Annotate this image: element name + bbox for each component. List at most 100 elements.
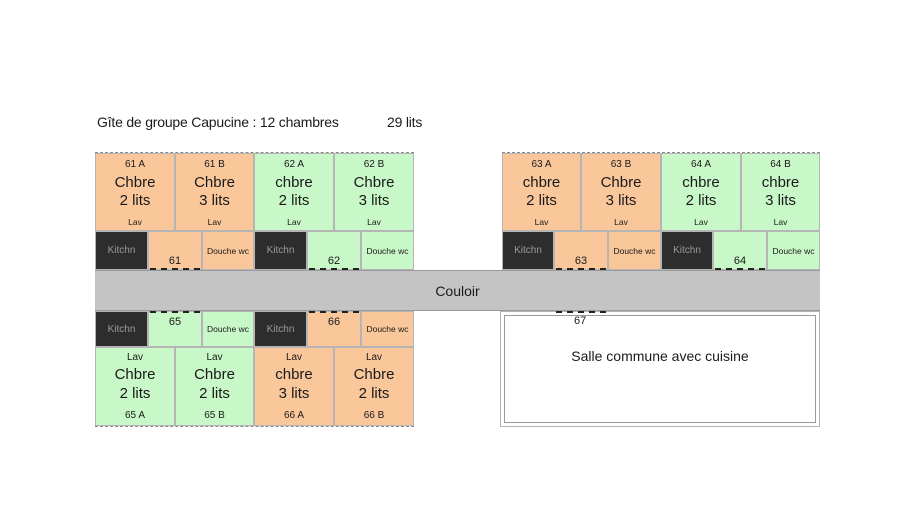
unit-66-number: 66 — [327, 316, 341, 328]
shower-62: Douche wc — [361, 231, 414, 270]
unit-61-number: 61 — [168, 255, 182, 267]
room-64b-beds: 3 lits — [765, 192, 796, 209]
room-62b[interactable]: 62 B Chbre 3 lits Lav — [334, 153, 414, 231]
corridor-label: Couloir — [435, 283, 480, 299]
room-65a-type: Chbre — [114, 366, 156, 383]
room-62b-type: Chbre — [353, 174, 395, 191]
room-64a-beds: 2 lits — [685, 192, 717, 209]
room-61b[interactable]: 61 B Chbre 3 lits Lav — [175, 153, 254, 231]
plan-title: Gîte de groupe Capucine : 12 chambres — [97, 114, 339, 130]
room-65b-lav: Lav — [206, 352, 223, 363]
room-61a-type: Chbre — [114, 174, 156, 191]
door-66 — [309, 311, 359, 313]
unit-63-number: 63 — [574, 255, 588, 267]
shower-61: Douche wc — [202, 231, 254, 270]
room-65a[interactable]: Lav Chbre 2 lits 65 A — [95, 347, 175, 426]
door-65 — [150, 311, 200, 313]
room-63b-beds: 3 lits — [605, 192, 637, 209]
common-room-inner-wall — [504, 315, 816, 423]
shower-61-label: Douche wc — [206, 246, 250, 256]
room-63a-type: chbre — [522, 174, 561, 191]
kitchen-66-label: Kitchn — [266, 324, 295, 335]
kitchen-65-label: Kitchn — [107, 324, 136, 335]
unit-66-entry: 66 — [307, 311, 361, 347]
room-63a-id: 63 A — [531, 159, 552, 170]
shower-66: Douche wc — [361, 311, 414, 347]
room-61a-lav: Lav — [128, 217, 142, 227]
unit-63-entry: 63 — [554, 231, 608, 270]
room-65a-lav: Lav — [126, 352, 144, 363]
room-63a-lav: Lav — [534, 217, 549, 227]
room-61b-type: Chbre — [194, 174, 235, 191]
room-66a-lav: Lav — [285, 352, 303, 363]
room-64a-type: chbre — [682, 174, 720, 191]
room-66a-beds: 3 lits — [278, 385, 310, 402]
shower-64-label: Douche wc — [772, 246, 815, 256]
kitchen-62: Kitchn — [254, 231, 307, 270]
room-63b-type: Chbre — [600, 174, 642, 191]
room-63b-lav: Lav — [614, 217, 628, 227]
total-beds: 29 lits — [387, 114, 423, 130]
kitchen-63-label: Kitchn — [514, 245, 542, 256]
unit-64-number: 64 — [733, 255, 747, 267]
room-63b-id: 63 B — [610, 159, 632, 170]
room-64b-lav: Lav — [773, 217, 788, 227]
room-66b-type: Chbre — [353, 366, 395, 383]
room-65a-id: 65 A — [124, 410, 146, 421]
room-62a-beds: 2 lits — [278, 192, 310, 209]
room-65b[interactable]: Lav Chbre 2 lits 65 B — [175, 347, 254, 426]
top-wall-right — [502, 152, 820, 153]
common-room[interactable]: Salle commune avec cuisine — [500, 311, 820, 427]
room-63b[interactable]: 63 B Chbre 3 lits Lav — [581, 153, 661, 231]
door-64 — [715, 268, 765, 270]
door-67 — [556, 311, 606, 313]
room-64a-id: 64 A — [690, 159, 712, 170]
bottom-wall-left — [95, 426, 414, 427]
kitchen-66: Kitchn — [254, 311, 307, 347]
unit-62-entry: 62 — [307, 231, 361, 270]
room-66b[interactable]: Lav Chbre 2 lits 66 B — [334, 347, 414, 426]
room-62a[interactable]: 62 A chbre 2 lits Lav — [254, 153, 334, 231]
door-62 — [309, 268, 359, 270]
unit-62-number: 62 — [327, 255, 341, 267]
unit-65-entry: 65 — [148, 311, 202, 347]
room-65b-beds: 2 lits — [199, 385, 230, 402]
room-61a-id: 61 A — [124, 159, 146, 170]
room-66a-id: 66 A — [283, 410, 305, 421]
room-65b-type: Chbre — [194, 366, 235, 383]
common-room-number: 67 — [574, 315, 587, 327]
room-62b-id: 62 B — [363, 159, 385, 170]
top-wall-left — [95, 152, 414, 153]
room-66b-lav: Lav — [365, 352, 383, 363]
common-room-label: Salle commune avec cuisine — [571, 348, 749, 364]
room-64b-type: chbre — [761, 174, 800, 191]
room-65a-beds: 2 lits — [119, 385, 151, 402]
kitchen-65: Kitchn — [95, 311, 148, 347]
door-61 — [150, 268, 200, 270]
room-66b-id: 66 B — [363, 410, 385, 421]
kitchen-61: Kitchn — [95, 231, 148, 270]
room-62b-beds: 3 lits — [358, 192, 390, 209]
room-63a-beds: 2 lits — [526, 192, 557, 209]
kitchen-64: Kitchn — [661, 231, 713, 270]
shower-66-label: Douche wc — [366, 324, 409, 334]
room-64b[interactable]: 64 B chbre 3 lits Lav — [741, 153, 820, 231]
room-61a-beds: 2 lits — [119, 192, 151, 209]
corridor: Couloir — [95, 270, 820, 311]
door-63 — [556, 268, 606, 270]
room-64b-id: 64 B — [770, 159, 791, 170]
room-61a[interactable]: 61 A Chbre 2 lits Lav — [95, 153, 175, 231]
room-62a-type: chbre — [275, 174, 313, 191]
room-66b-beds: 2 lits — [358, 385, 390, 402]
shower-65-label: Douche wc — [206, 324, 250, 334]
room-61b-lav: Lav — [207, 217, 222, 227]
room-63a[interactable]: 63 A chbre 2 lits Lav — [502, 153, 581, 231]
shower-62-label: Douche wc — [366, 246, 409, 256]
kitchen-63: Kitchn — [502, 231, 554, 270]
room-64a[interactable]: 64 A chbre 2 lits Lav — [661, 153, 741, 231]
room-64a-lav: Lav — [694, 217, 708, 227]
unit-64-entry: 64 — [713, 231, 767, 270]
room-66a[interactable]: Lav chbre 3 lits 66 A — [254, 347, 334, 426]
kitchen-61-label: Kitchn — [107, 245, 136, 256]
room-65b-id: 65 B — [204, 410, 225, 421]
